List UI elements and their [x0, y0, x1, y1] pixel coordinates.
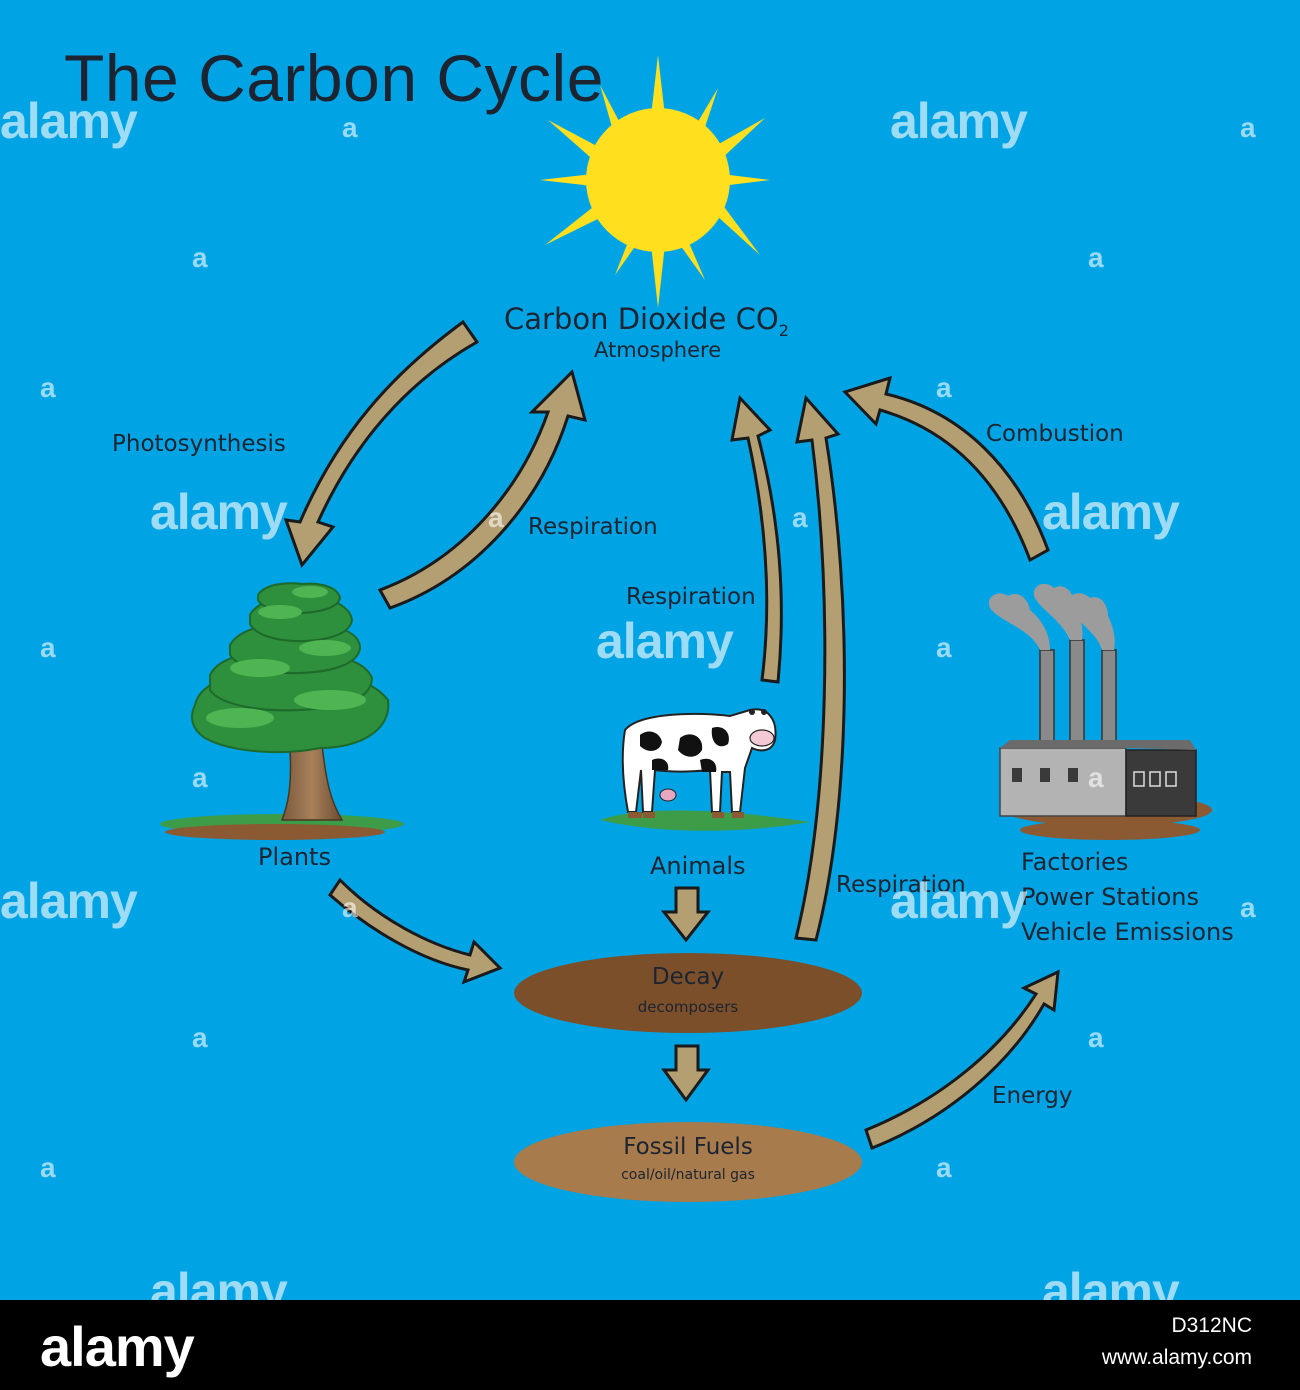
watermark-mark: a [1088, 1022, 1104, 1053]
label-energy: Energy [992, 1083, 1073, 1109]
arrow-combustion [842, 375, 1050, 563]
label-power-stations: Power Stations [1021, 883, 1200, 911]
watermark-mark: a [1240, 892, 1256, 923]
sun-icon [540, 55, 770, 308]
arrow-animals-to-decay [660, 886, 712, 943]
watermark: alamy [150, 484, 288, 540]
watermark-mark: a [936, 372, 952, 403]
watermark-mark: a [40, 632, 56, 663]
factory-icon [989, 583, 1212, 840]
footer-brand-logo: alamy [40, 1315, 195, 1378]
watermark-mark: a [342, 892, 358, 923]
watermark-mark: a [40, 372, 56, 403]
label-factories: Factories [1021, 848, 1129, 876]
watermark: alamy [0, 93, 138, 149]
label-vehicle-emissions: Vehicle Emissions [1021, 918, 1234, 946]
watermark-mark: a [936, 1152, 952, 1183]
fossil-fuels-ellipse [514, 1122, 862, 1202]
arrow-respiration-decay [794, 394, 846, 942]
label-emission-sources: Factories Power Stations Vehicle Emissio… [1021, 845, 1234, 950]
tree-icon [160, 582, 404, 840]
watermark-mark: a [1240, 112, 1256, 143]
arrow-plants-to-decay [328, 877, 503, 985]
footer-bar: alamy D312NC www.alamy.com [0, 1300, 1300, 1390]
footer-image-id: D312NC [1171, 1314, 1252, 1337]
co2-label: Carbon Dioxide CO [504, 302, 779, 336]
label-respiration-decay: Respiration [836, 872, 966, 898]
label-respiration-plants: Respiration [528, 514, 658, 540]
label-animals: Animals [650, 852, 746, 880]
decay-ellipse [514, 953, 862, 1033]
diagram-graphics [160, 55, 1212, 1202]
arrow-respiration-plants [377, 369, 588, 610]
watermark: alamy [596, 613, 734, 669]
label-fossil-types: coal/oil/natural gas [621, 1167, 755, 1183]
watermark-mark: a [192, 242, 208, 273]
watermark-mark: a [488, 502, 504, 533]
watermark: alamy [890, 873, 1028, 929]
co2-subscript: 2 [778, 320, 789, 340]
watermark-mark: a [936, 632, 952, 663]
arrow-photosynthesis [283, 319, 480, 569]
label-decomposers: decomposers [637, 998, 739, 1016]
watermark-mark: a [1088, 762, 1104, 793]
atmosphere-label: Carbon Dioxide CO2 [504, 302, 789, 340]
label-plants: Plants [258, 843, 331, 871]
label-decay: Decay [651, 964, 725, 990]
watermark-mark: a [192, 762, 208, 793]
watermark-mark: a [342, 112, 358, 143]
watermark: alamy [890, 93, 1028, 149]
watermark: alamy [1042, 484, 1180, 540]
carbon-cycle-diagram: The Carbon Cycle Carbon Dioxide CO2 Atmo… [0, 0, 1300, 1300]
footer-site-link[interactable]: www.alamy.com [1101, 1346, 1252, 1369]
atmosphere-sublabel: Atmosphere [594, 338, 722, 362]
label-combustion: Combustion [986, 421, 1124, 447]
label-fossil-fuels: Fossil Fuels [623, 1134, 753, 1160]
watermark-mark: a [40, 1152, 56, 1183]
watermark-mark: a [1088, 242, 1104, 273]
watermark-mark: a [192, 1022, 208, 1053]
arrow-decay-to-fossil [661, 1044, 711, 1103]
diagram-title: The Carbon Cycle [64, 41, 604, 115]
arrow-energy [864, 969, 1060, 1150]
watermark-mark: a [792, 502, 808, 533]
label-photosynthesis: Photosynthesis [112, 431, 286, 457]
arrow-respiration-animals [730, 394, 783, 684]
watermark: alamy [0, 873, 138, 929]
cow-icon [600, 708, 810, 831]
label-respiration-animals: Respiration [626, 584, 756, 610]
